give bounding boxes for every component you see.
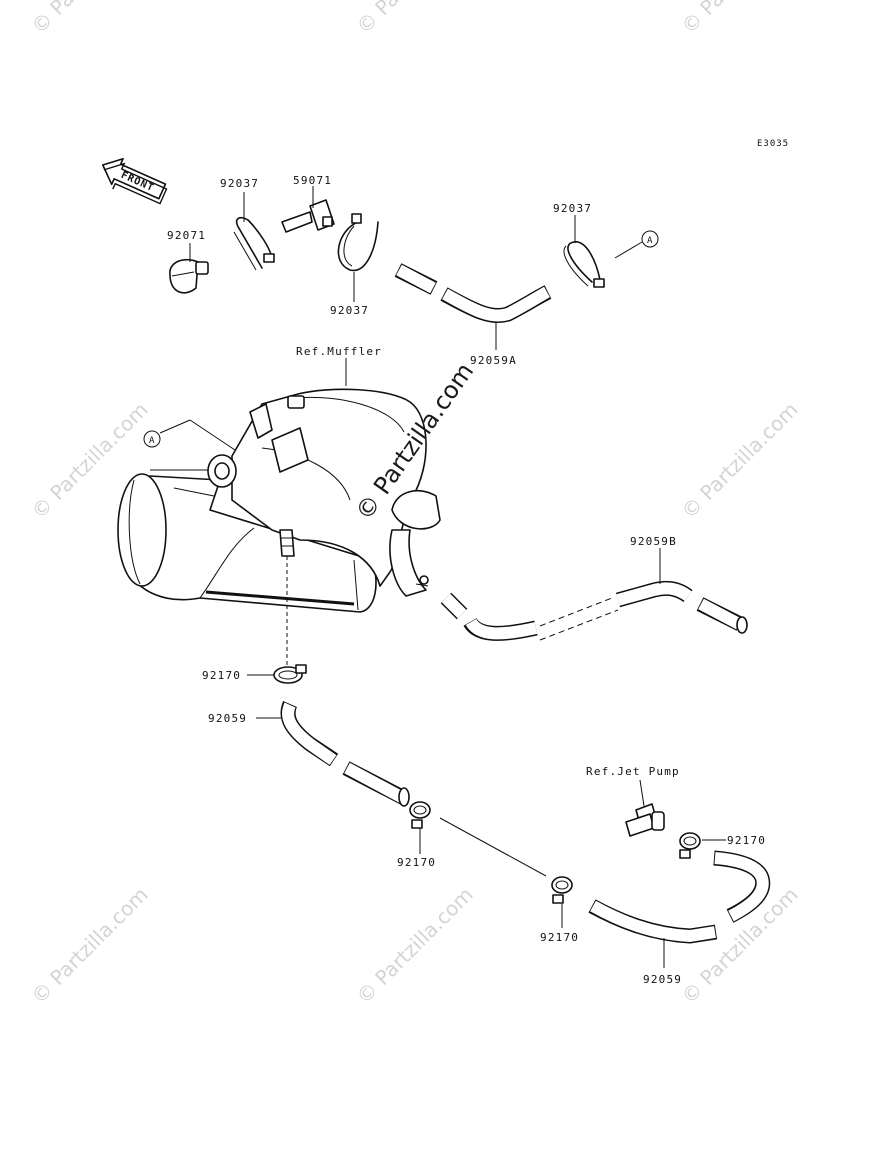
callout-92071: 92071: [167, 229, 206, 242]
callout-92037-mid: 92037: [330, 304, 369, 317]
hose-clamp-92170-right: 92170: [679, 832, 766, 859]
joint-pipe-59071: 59071: [281, 174, 335, 233]
ref-a-top-label: A: [647, 236, 653, 246]
watermark: © Partzilla.com: [352, 0, 478, 39]
callout-59071: 59071: [293, 174, 332, 187]
band-clamp-92037-left: 92037: [220, 177, 275, 271]
callout-ref-jet-pump: Ref.Jet Pump: [586, 765, 680, 778]
callout-92059-low: 92059: [643, 973, 682, 986]
callout-92170-low: 92170: [540, 931, 579, 944]
fitting-92071: 92071: [167, 229, 209, 294]
callout-92059-left: 92059: [208, 712, 247, 725]
hose-clamp-92170-top: 92170: [202, 664, 307, 684]
callout-92059a: 92059A: [470, 354, 517, 367]
hose-clamp-92170-mid: 92170: [397, 801, 436, 869]
jet-pump-fitting: Ref.Jet Pump: [586, 765, 680, 837]
callout-92170-mid: 92170: [397, 856, 436, 869]
watermark: © Partzilla.com: [352, 882, 478, 1008]
band-clamp-92037-mid: 92037: [330, 213, 379, 317]
callout-92170-top: 92170: [202, 669, 241, 682]
hose-92059-low: 92059: [588, 850, 771, 986]
callout-ref-muffler: Ref.Muffler: [296, 345, 382, 358]
callout-92170-right: 92170: [727, 834, 766, 847]
watermark: © Partzilla.com: [677, 882, 803, 1008]
ref-a-muffler-label: A: [149, 436, 155, 446]
hose-92059a: 92059A: [394, 263, 552, 367]
watermark: © Partzilla.com: [27, 882, 153, 1008]
callout-92059b: 92059B: [630, 535, 677, 548]
band-clamp-92037-right: 92037: [553, 202, 605, 288]
front-arrow-icon: FRONT: [101, 157, 168, 205]
reference-a-top: A: [614, 230, 659, 259]
muffler-assembly: [117, 388, 441, 613]
callout-92037-right: 92037: [553, 202, 592, 215]
watermark: © Partzilla.com: [677, 0, 803, 39]
hose-92059-left: 92059: [208, 701, 410, 807]
diagram-code: E3035: [757, 139, 789, 149]
hose-92059b: 92059B: [440, 535, 748, 641]
callout-92037-left: 92037: [220, 177, 259, 190]
hose-clamp-92170-low: 92170: [540, 876, 579, 944]
watermark: © Partzilla.com: [27, 0, 153, 39]
watermark: © Partzilla.com: [677, 397, 803, 523]
